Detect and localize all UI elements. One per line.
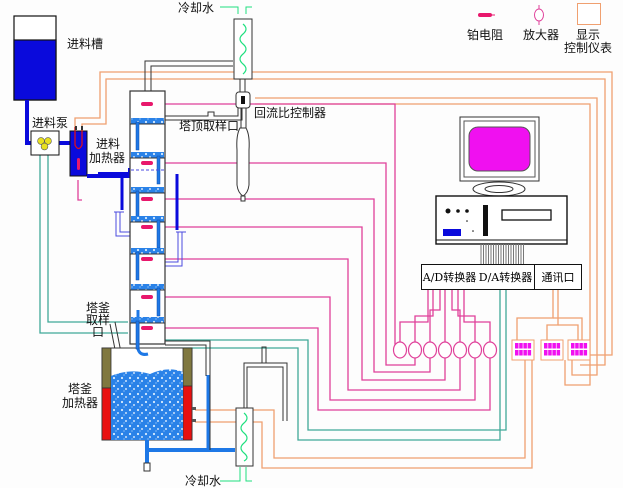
legend-label-platinum-resistor: 铂电阻 [467,28,504,42]
cooling-water-bottom-label: 冷却水 [185,474,222,488]
reflux-controller [235,91,251,202]
pink-wire-6 [158,296,476,401]
orange-wire-feed-heater-1 [74,71,613,356]
platinum-resistor-icon [141,161,153,165]
feed-heater-label-1: 进料 [95,137,120,151]
teal-wire-pump-1 [39,148,128,334]
orange-wire-reflux-2 [255,103,591,386]
reboiler-vent [165,340,211,450]
amplifier-icon [407,341,423,359]
pink-wire-amp-ad-6 [457,290,476,342]
platinum-resistor-icon [141,257,153,261]
pink-wire-amp-ad-5 [451,290,461,342]
column-tray [130,284,165,317]
pink-wire-3 [158,198,431,373]
bottom-condenser [220,346,288,482]
orange-wire-feed-heater-2 [81,78,606,366]
orange-wire-comm-2 [546,290,559,340]
pink-wire-5 [158,258,461,391]
legend-label-display-2: 控制仪表 [563,41,612,55]
teal-wire-pump-2 [47,148,128,323]
feed-pump-label: 进料泵 [32,116,69,130]
feed-heater [69,126,88,177]
pink-wire-amp-ad-3 [429,290,441,342]
legend-label-amplifier: 放大器 [523,28,560,42]
legend-icons [478,5,544,25]
bottoms-valve [143,462,151,472]
top-sample-line [165,100,239,117]
amplifier-icon [467,341,483,359]
ribbon-cable [480,244,524,264]
amplifier-icon [437,341,453,359]
reboiler [101,347,196,441]
column-tray [130,248,165,281]
pink-wire-4 [158,226,446,381]
top-condenser [220,6,253,92]
orange-wire-reflux-1 [255,97,598,376]
platinum-resistor-icon [141,326,153,330]
bottoms-line [145,440,235,452]
pink-wire-amp-ad-7 [463,290,491,342]
bottom-sample-label-3: 口 [91,325,104,339]
column-tray [130,118,165,151]
comm-port: 通讯口 [534,264,582,290]
amplifier-icon [422,341,438,359]
pink-wire-feed-heater [77,180,82,201]
feed-tank-label: 进料槽 [67,37,104,51]
bottom-sample-label-2: 取样 [85,313,110,327]
pink-wire-1 [158,103,400,356]
vapor-line [144,60,233,91]
platinum-resistor-icon [141,102,153,106]
orange-wire-comm-4 [558,324,579,340]
amplifier-icon [452,341,468,359]
platinum-resistor-icon [141,197,153,201]
orange-wire-comm-3 [553,317,583,340]
pink-wire-amp-ad-2 [414,290,434,342]
display-controller-icon [567,339,591,361]
legend-display-controller-icon [577,3,601,25]
display-controller-icon [511,339,535,361]
feed-pump [30,130,60,156]
amplifier-icon [392,341,408,359]
feed-heater-label-2: 加热器 [89,151,126,165]
pink-wire-7 [158,327,491,411]
reflux-controller-label: 回流比控制器 [254,106,327,120]
top-sample-line-inner [165,104,243,121]
amplifier-icon [482,341,498,359]
reboiler-label-1: 塔釜 [67,382,92,396]
pink-wire-amp-ad-1 [399,290,429,342]
legend-label-display-1: 显示 [575,28,600,42]
platinum-resistor-icon [141,295,153,299]
vapor-line-inner [150,65,233,91]
orange-wire-comm-1 [516,290,554,340]
teal-wire-da-2 [160,290,507,431]
feed-tank [13,15,57,101]
display-controller-icon [540,339,564,361]
cooling-water-top-label: 冷却水 [178,1,215,15]
column-tray [130,317,165,350]
top-sample-port-label: 塔顶取样口 [179,119,240,133]
ad-converter: A/D转换器 [421,264,478,290]
da-converter: D/A转换器 [477,264,535,290]
reboiler-vent-inner [165,344,207,376]
pink-wire-2 [158,162,416,366]
reboiler-label-2: 加热器 [62,396,99,410]
bottom-sample-label-1: 塔釜 [85,301,110,315]
computer [435,116,568,264]
platinum-resistor-icon [141,225,153,229]
teal-wire-da-1 [160,290,501,441]
